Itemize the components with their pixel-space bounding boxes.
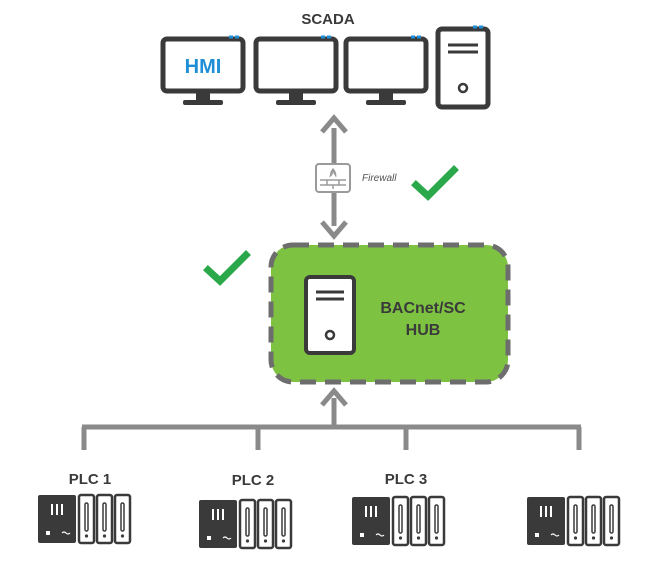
bacnet-sc-hub: BACnet/SC HUB [268,242,511,385]
check-icon [203,250,251,286]
server-icon [304,275,356,355]
scada-title: SCADA [301,11,355,28]
plc-label: PLC 3 [385,471,428,488]
plc-icon [38,493,132,545]
scada-workstations: HMI [160,25,491,110]
plc-icon [527,495,621,547]
check-icon [411,165,459,201]
monitor-icon [343,35,429,105]
plc-bus [81,387,582,450]
hmi-label: HMI [185,56,222,78]
server-tower-icon [435,25,491,110]
hub-title-line1: BACnet/SC [380,300,466,317]
plc-devices [38,493,621,550]
plc-icon [199,498,293,550]
plc-label: PLC 2 [232,472,275,489]
monitor-icon [253,35,339,105]
firewall-icon [315,163,351,193]
plc-label: PLC 1 [69,471,112,488]
plc-icon [352,495,446,547]
firewall-label: Firewall [362,173,397,184]
hub-title-line2: HUB [406,322,441,339]
hmi-monitor-icon: HMI [160,35,246,105]
